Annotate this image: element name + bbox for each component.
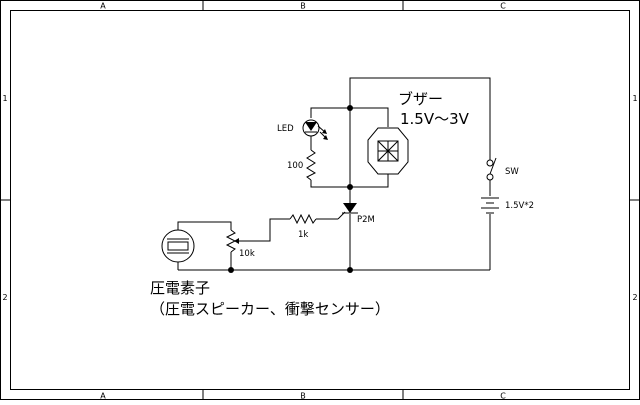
junction-dots	[228, 105, 353, 273]
grid-row-1-left: 1	[2, 94, 7, 103]
buzzer-symbol	[367, 127, 409, 175]
grid-col-a-bottom: A	[100, 392, 106, 401]
wiring	[177, 77, 491, 271]
resistor-100-label: 100	[287, 161, 303, 171]
inner-border	[10, 10, 630, 390]
switch-symbol	[486, 157, 497, 181]
grid-col-c-top: C	[500, 2, 506, 11]
led-symbol	[302, 119, 328, 140]
battery-symbol	[481, 197, 499, 214]
piezo-note: （圧電スピーカー、衝撃センサー）	[150, 300, 390, 318]
resistor-100-symbol	[306, 149, 317, 181]
scr-symbol	[342, 203, 358, 214]
resistor-1k-symbol	[289, 213, 317, 225]
grid-row-2-right: 2	[632, 293, 637, 302]
switch-label: SW	[505, 167, 519, 177]
battery-label: 1.5V*2	[505, 201, 534, 211]
piezo-symbol	[161, 229, 195, 263]
buzzer-title: ブザー	[398, 90, 443, 108]
grid-row-2-left: 2	[2, 293, 7, 302]
grid-row-1-right: 1	[632, 94, 637, 103]
piezo-title: 圧電素子	[150, 279, 210, 297]
led-label: LED	[277, 124, 294, 134]
resistor-1k-label: 1k	[298, 230, 308, 240]
potentiometer-symbol	[225, 229, 239, 253]
scr-label: P2M	[357, 215, 375, 225]
grid-col-b-top: B	[300, 2, 306, 11]
grid-col-a-top: A	[100, 2, 106, 11]
grid-col-b-bottom: B	[300, 392, 306, 401]
buzzer-voltage: 1.5V〜3V	[400, 110, 470, 128]
grid-col-c-bottom: C	[500, 392, 506, 401]
potentiometer-label: 10k	[239, 249, 255, 259]
